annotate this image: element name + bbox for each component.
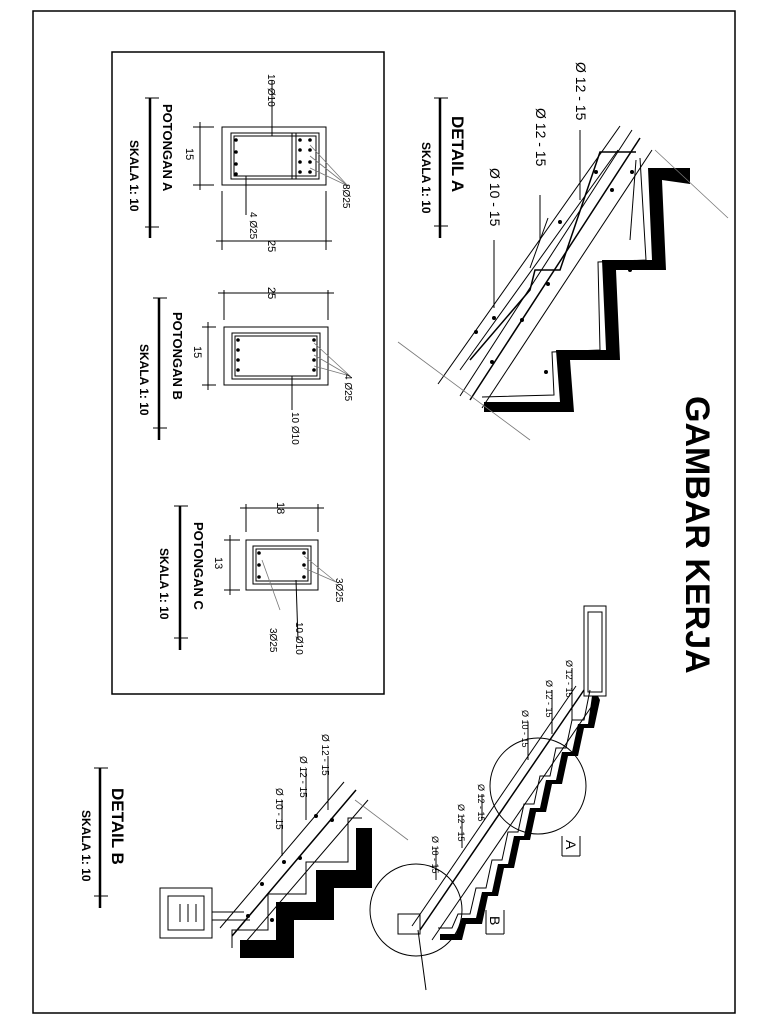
section-a-title: POTONGAN A: [160, 104, 175, 192]
section-marker-a: A: [563, 840, 579, 850]
section-a-outline: [221, 126, 327, 186]
sections-frame: [111, 51, 385, 695]
detail-a-label-2: Ø 12 - 15: [533, 108, 549, 167]
section-b-dim-w: 25: [265, 287, 277, 299]
detail-a-scale: SKALA 1: 10: [419, 142, 433, 214]
section-c-stirrup: [252, 545, 312, 585]
detail-a-step-profile: [484, 168, 690, 412]
section-c-side-bar: 3Ø25: [333, 578, 344, 603]
detail-b: Ø 12 - 15 Ø 12 - 15 Ø 10 - 15 DETAIL B S…: [79, 734, 409, 958]
sheet-border: [32, 10, 736, 1014]
section-b-dim-h: 15: [191, 346, 203, 358]
detail-a-label-3: Ø 10 - 15: [487, 168, 503, 227]
section-c-dim-h: 13: [212, 557, 224, 569]
section-b-stirrup: [231, 332, 321, 380]
section-marker-b: B: [487, 916, 503, 925]
detail-b-label-1: Ø 12 - 15: [319, 734, 330, 776]
section-c-title: POTONGAN C: [191, 522, 206, 610]
section-c-dim-w: 18: [274, 502, 286, 514]
detail-b-callout-circle: [369, 863, 463, 957]
section-b-title: POTONGAN B: [170, 312, 185, 400]
section-a-side-bar: 8Ø25: [340, 184, 351, 209]
section-b: 25 15 4 Ø25 10 Ø10 POTONGAN B SKALA 1: 1…: [137, 287, 353, 445]
section-c-outline: [245, 539, 319, 591]
section-a: 10 Ø10 8Ø25 4 Ø25 15 25 POTONGAN A SKALA…: [127, 74, 351, 252]
detail-a-callout-circle: [489, 737, 587, 835]
section-a-scale: SKALA 1: 10: [127, 140, 141, 212]
detail-a: Ø 12 - 15 Ø 12 - 15 Ø 10 - 15 DETAIL A S…: [397, 62, 729, 441]
detail-b-label-3: Ø 10 - 15: [273, 788, 284, 830]
section-b-scale: SKALA 1: 10: [137, 344, 151, 416]
section-a-dim-w: 25: [265, 240, 277, 252]
section-b-side-bar: 4 Ø25: [342, 374, 353, 402]
stair-label-6: Ø 10 - 15: [430, 836, 440, 874]
section-b-stirrup: 10 Ø10: [289, 412, 300, 445]
detail-a-label-1: Ø 12 - 15: [573, 62, 589, 121]
section-a-dim-h: 15: [183, 148, 195, 160]
detail-a-title: DETAIL A: [448, 116, 467, 192]
section-a-top-bar: 10 Ø10: [265, 74, 276, 107]
detail-b-scale: SKALA 1: 10: [79, 810, 93, 882]
stair-label-5: Ø 12 - 15: [456, 804, 466, 842]
detail-b-title: DETAIL B: [108, 788, 127, 865]
section-c: 18 13 3Ø25 3Ø25 10 Ø10 POTONGAN C SKALA …: [157, 502, 344, 655]
section-c-stirrup: 10 Ø10: [293, 622, 304, 655]
stair-label-4: Ø 12 - 15: [476, 784, 486, 822]
stair-label-1: Ø 12 - 15: [564, 660, 574, 698]
sheet-title: GAMBAR KERJA: [678, 396, 716, 674]
section-c-bottom-bar: 3Ø25: [267, 628, 278, 653]
detail-b-step-profile: [240, 828, 372, 958]
stair-elevation: Ø 12 - 15 Ø 12 - 15 Ø 10 - 15 Ø 12 - 15 …: [369, 605, 607, 991]
detail-b-label-2: Ø 12 - 15: [297, 756, 308, 798]
section-a-stirrup: [230, 132, 320, 180]
stair-label-3: Ø 10 - 15: [520, 710, 530, 748]
section-c-scale: SKALA 1: 10: [157, 548, 171, 620]
section-a-bottom-bar: 4 Ø25: [247, 212, 258, 240]
stair-label-2: Ø 12 - 15: [544, 680, 554, 718]
